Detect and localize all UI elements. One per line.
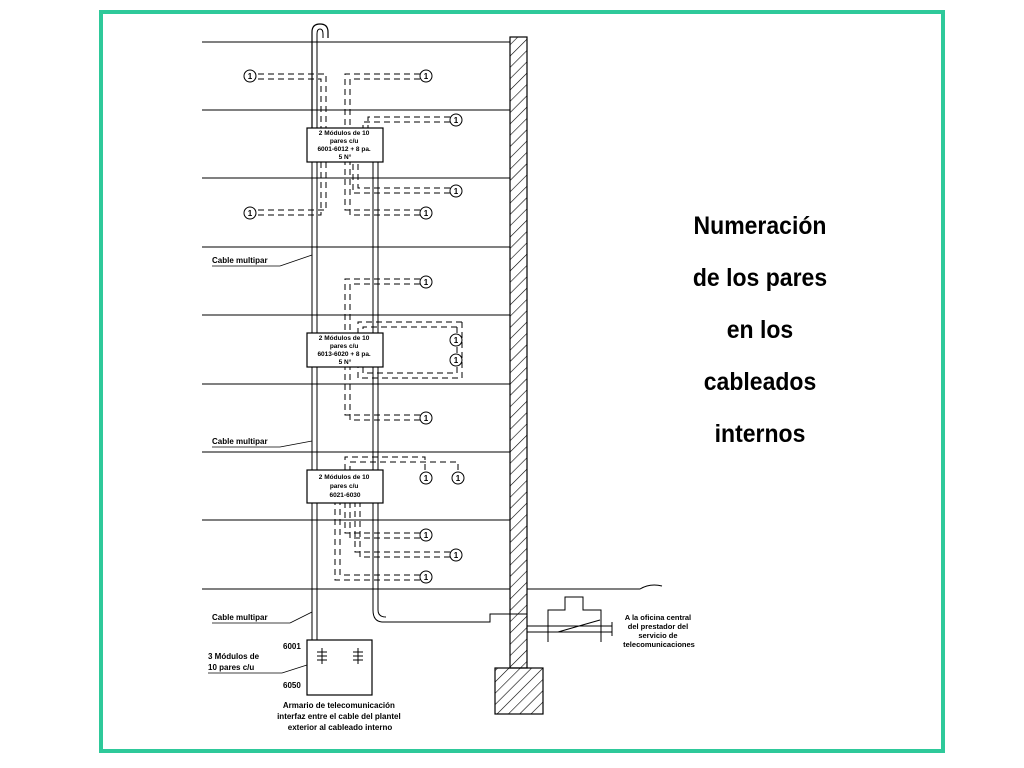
pair-marker: 1: [243, 69, 257, 83]
pair-marker: 1: [419, 411, 433, 425]
slide-frame: [99, 10, 945, 753]
floor-lines: [202, 41, 510, 590]
svg-text:10 pares c/u: 10 pares c/u: [208, 663, 254, 672]
pair-marker: 1: [451, 471, 465, 485]
entrance-manhole: [527, 596, 613, 642]
pair-marker: 1: [419, 570, 433, 584]
svg-text:3 Módulos de: 3 Módulos de: [208, 652, 260, 661]
cable-label-2: Cable multipar: [212, 437, 313, 448]
svg-text:Cable multipar: Cable multipar: [212, 437, 268, 446]
central-office-note: A la oficina central del prestador del s…: [623, 613, 695, 649]
svg-text:1: 1: [248, 72, 253, 81]
title-line: Numeración: [693, 212, 827, 240]
svg-text:1: 1: [424, 531, 429, 540]
branch-wiring: [258, 73, 463, 581]
wall-footing: [494, 667, 544, 715]
svg-text:1: 1: [424, 278, 429, 287]
title-line: cableados: [703, 368, 817, 396]
svg-text:1: 1: [454, 187, 459, 196]
svg-text:Cable multipar: Cable multipar: [212, 256, 268, 265]
junction-box-2: 2 Módulos de 10 pares c/u 6013-6020 + 8 …: [306, 332, 384, 368]
svg-text:1: 1: [454, 356, 459, 365]
pair-marker: 1: [449, 184, 463, 198]
pair-marker: 1: [449, 333, 463, 347]
cable-label-1: Cable multipar: [212, 254, 313, 267]
pair-marker: 1: [419, 275, 433, 289]
svg-text:Cable multipar: Cable multipar: [212, 613, 268, 622]
svg-text:1: 1: [454, 551, 459, 560]
ground-line: [527, 584, 663, 590]
svg-text:2 Módulos de 10 pares c/: 2 Módulos de 10 pares c/u 6001-6012 + 8 …: [317, 130, 372, 161]
svg-text:2 Módulos de 10 pares c/: 2 Módulos de 10 pares c/u 6021-6030: [319, 474, 371, 499]
svg-text:6001: 6001: [283, 642, 301, 651]
svg-text:1: 1: [454, 116, 459, 125]
svg-text:1: 1: [424, 209, 429, 218]
pair-marker: 1: [419, 206, 433, 220]
cable-label-3: Cable multipar: [212, 611, 313, 624]
pair-marker: 1: [419, 528, 433, 542]
svg-text:1: 1: [424, 72, 429, 81]
svg-text:Armario de telecomunicación: Armario de telecomunicación interfaz ent…: [277, 701, 403, 732]
svg-text:1: 1: [456, 474, 461, 483]
svg-text:1: 1: [424, 474, 429, 483]
roof-conduit: [311, 23, 329, 128]
pair-marker: 1: [449, 113, 463, 127]
title-line: de los pares: [692, 264, 828, 292]
svg-text:1: 1: [424, 414, 429, 423]
pair-marker: 1: [419, 471, 433, 485]
svg-text:1: 1: [424, 573, 429, 582]
svg-text:6050: 6050: [283, 681, 301, 690]
svg-text:2 Módulos de 10 pares c/: 2 Módulos de 10 pares c/u 6013-6020 + 8 …: [317, 335, 372, 366]
pair-marker: 1: [449, 353, 463, 367]
title-line: en los: [726, 316, 794, 344]
slide-title: Numeración de los pares en los cableados…: [668, 200, 852, 460]
building-wall: [509, 36, 528, 669]
svg-text:1: 1: [248, 209, 253, 218]
svg-text:1: 1: [454, 336, 459, 345]
telecom-cabinet: 6001 6050 3 Módulos de 10 pares c/u Arma…: [208, 609, 527, 732]
junction-box-1: 2 Módulos de 10 pares c/u 6001-6012 + 8 …: [306, 127, 384, 163]
pair-marker: 1: [243, 206, 257, 220]
junction-box-3: 2 Módulos de 10 pares c/u 6021-6030: [306, 469, 384, 504]
pair-markers: 1 1 1 1 1 1 1 1 1 1 1 1 1 1 1: [243, 69, 465, 584]
title-line: internos: [714, 420, 806, 448]
pair-marker: 1: [419, 69, 433, 83]
pair-marker: 1: [449, 548, 463, 562]
